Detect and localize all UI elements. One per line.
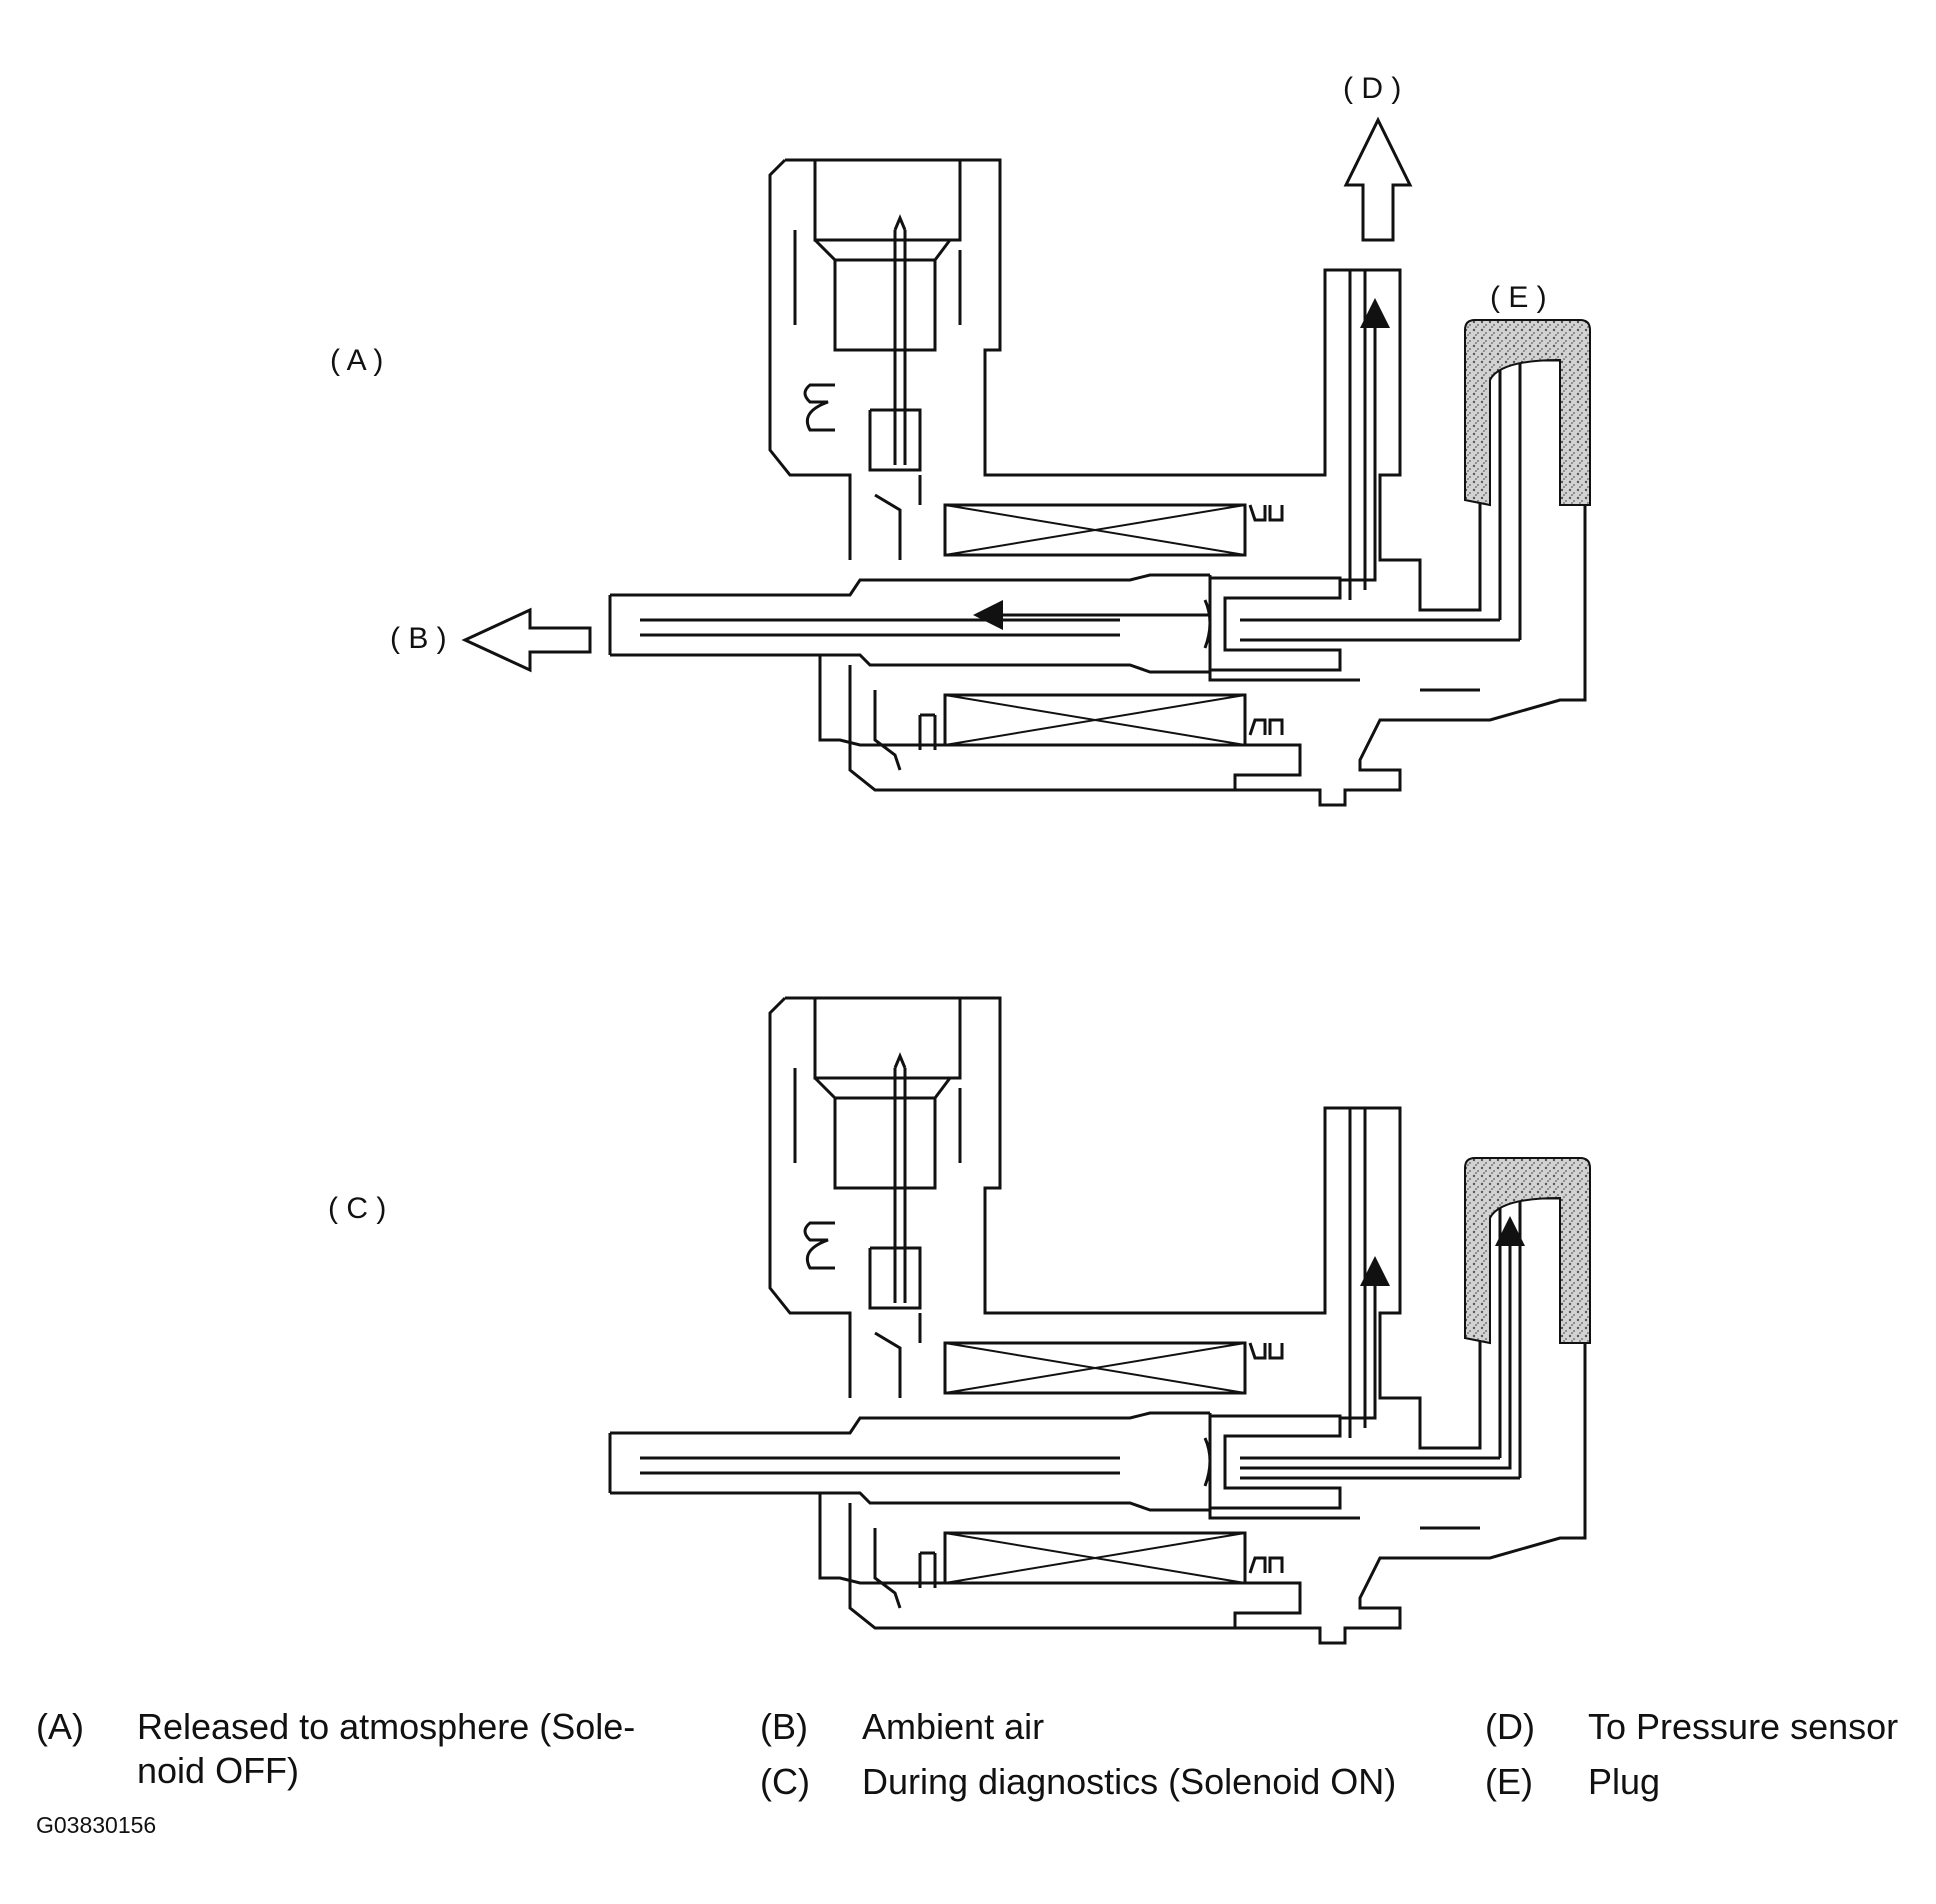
flow-arrow-to-d [1340,298,1390,582]
legend-text-b: Ambient air [862,1706,1045,1747]
legend-code-d: (D) [1485,1706,1535,1747]
callout-e: ( E ) [1490,281,1547,314]
legend-text-a: Released to atmosphere (Sole- noid OFF) [137,1706,636,1791]
figure-id: G03830156 [36,1812,157,1838]
plug-e-top [1464,319,1591,507]
flow-arrow-from-plug [1240,1216,1525,1470]
legend-code-a: (A) [36,1706,84,1747]
legend-text-e: Plug [1588,1761,1661,1802]
legend-text-c: During diagnostics (Solenoid ON) [862,1761,1397,1802]
valve-view-a [461,116,1591,807]
plug-e-bottom [1464,1157,1591,1345]
legend-code-e: (E) [1485,1761,1533,1802]
flow-arrow-to-d-bottom [1340,1256,1390,1420]
legend-text-d: To Pressure sensor [1588,1706,1899,1747]
callout-c: ( C ) [328,1192,386,1225]
legend-code-b: (B) [760,1706,808,1747]
outlet-arrow-d [1343,116,1413,242]
valve-view-c [608,996,1591,1645]
callout-d: ( D ) [1343,72,1401,105]
legend-code-c: (C) [760,1761,810,1802]
callout-b: ( B ) [390,622,447,655]
inlet-arrow-b [461,607,592,673]
callout-a: ( A ) [330,344,383,377]
